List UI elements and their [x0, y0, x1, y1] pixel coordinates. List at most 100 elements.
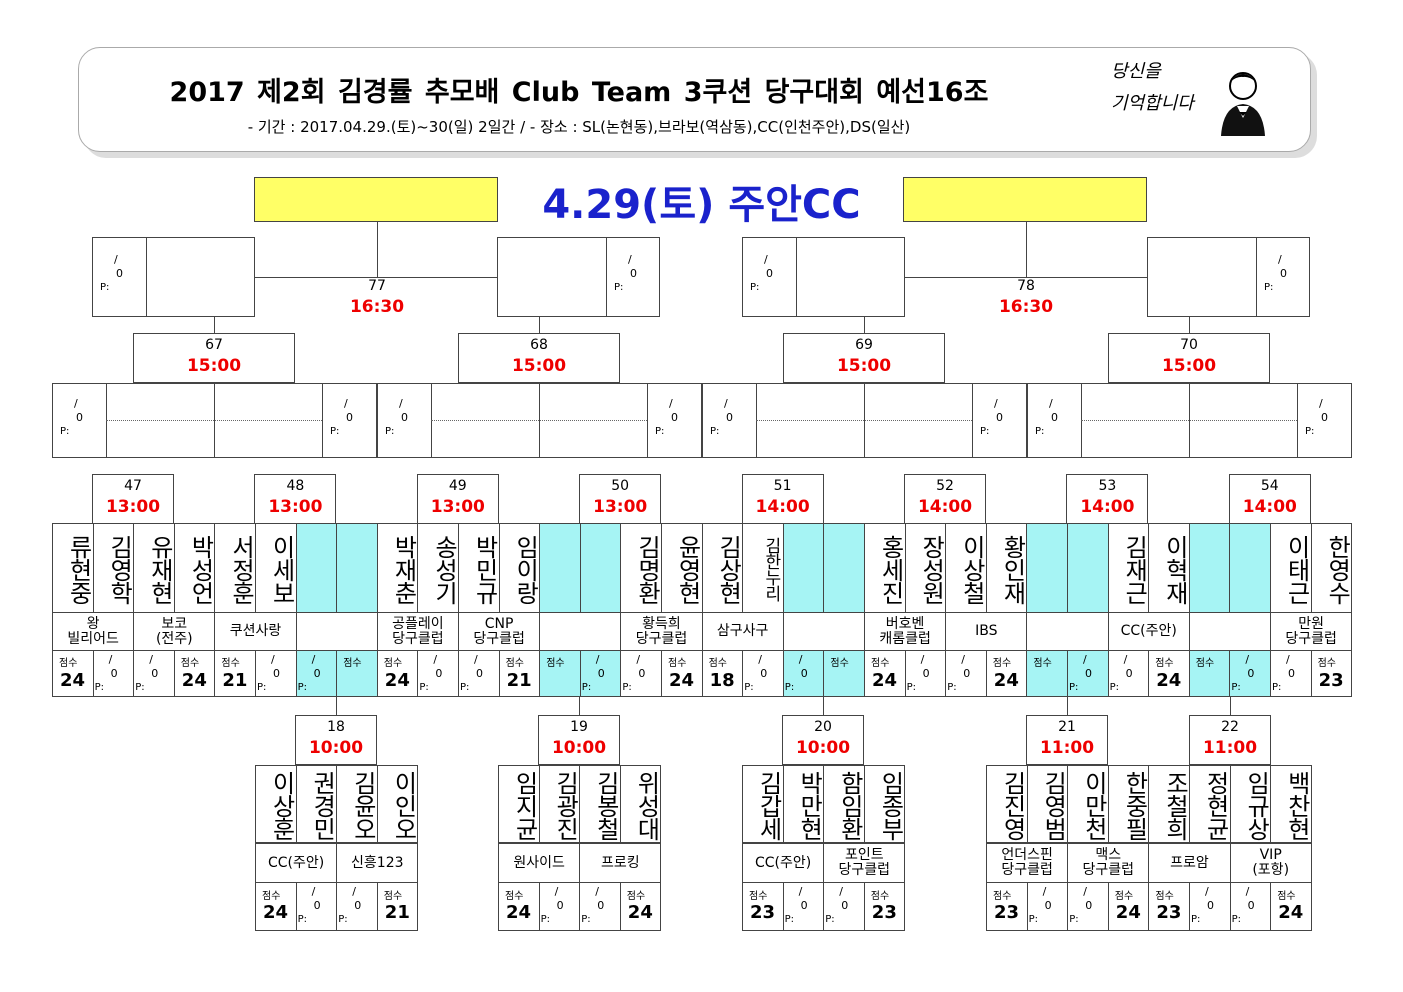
- r1-score-cell-28: [1188, 650, 1231, 697]
- q-score-cell-11: [863, 882, 906, 931]
- player-score: 23: [994, 902, 1020, 923]
- r1-slash-6-zero: 0: [313, 667, 321, 680]
- player-name: 이세보: [267, 534, 296, 604]
- q-slash-18-zero: 0: [1247, 899, 1255, 912]
- player-name: 이상훈: [267, 770, 296, 840]
- club-name: CC(주안): [267, 854, 325, 871]
- player-score: 24: [60, 670, 86, 691]
- mid-match-0-number: 67: [205, 337, 223, 353]
- mid-left-1-p: P:: [385, 426, 395, 437]
- q-slash-9-slash: /: [798, 885, 803, 898]
- player-score: 23: [871, 902, 897, 923]
- score-label: 점수: [668, 658, 687, 669]
- q-match-3-time: 11:00: [1039, 738, 1095, 758]
- top-right-1-p: P:: [1264, 282, 1274, 293]
- score-label: 점수: [343, 658, 362, 669]
- q-slash-18-p: P:: [1231, 914, 1241, 925]
- score-label: 점수: [1155, 891, 1174, 902]
- player-score: 24: [1156, 670, 1182, 691]
- score-label: 점수: [708, 658, 727, 669]
- player-name: 조철희: [1160, 770, 1189, 840]
- top-box-right-1: [1147, 237, 1310, 317]
- mid-div-c-0: [322, 383, 323, 458]
- r1-slash-18-p: P:: [784, 682, 795, 693]
- r1-slash-18-zero: 0: [800, 667, 808, 680]
- q-connector-0: [336, 697, 337, 715]
- q-match-4-time: 11:00: [1202, 738, 1258, 758]
- player-name: 이인오: [389, 770, 418, 840]
- r1-slash-21-p: P:: [906, 682, 916, 693]
- r1-slash-14-slash: /: [636, 653, 641, 666]
- q-slash-6-p: P:: [581, 914, 591, 925]
- club-name: CNP 당구클럽: [473, 615, 525, 647]
- player-score: 24: [1115, 902, 1141, 923]
- club-name: 프로킹: [600, 854, 640, 871]
- score-label: 점수: [59, 658, 78, 669]
- player-name: 김갑세: [754, 770, 783, 840]
- score-label: 점수: [749, 891, 768, 902]
- mid-right-2-slash: /: [994, 397, 998, 410]
- r1-club-cell-8: 삼구사구: [701, 612, 784, 651]
- score-label: 점수: [1317, 658, 1336, 669]
- top-left-1-slash: /: [764, 253, 768, 266]
- score-label: 점수: [1277, 891, 1296, 902]
- r1-name-cell-13: [579, 523, 622, 613]
- r1-slash-5-zero: 0: [273, 667, 280, 680]
- q-slash-1-zero: 0: [313, 899, 321, 912]
- q-name-cell-8: [742, 765, 784, 843]
- r1-match-6-time: 14:00: [1080, 497, 1135, 517]
- r1-club-cell-14: [1188, 612, 1271, 651]
- q-name-cell-17: [1189, 765, 1231, 843]
- q-connector-3: [1067, 697, 1068, 715]
- top-right-0-p: P:: [614, 282, 624, 293]
- q-name-cell-3: [376, 765, 419, 843]
- player-name: 함임환: [835, 770, 864, 840]
- mid-right-0-p: P:: [330, 426, 340, 437]
- q-slash-6-zero: 0: [597, 899, 605, 912]
- q-slash-18-slash: /: [1245, 885, 1250, 898]
- r1-club-cell-0: 왕 빌리어드: [52, 612, 135, 651]
- mid-label-box-1: [458, 333, 620, 383]
- q-name-cell-10: [823, 765, 865, 843]
- r1-score-cell-12: [539, 650, 581, 697]
- r1-slash-21-slash: /: [920, 653, 925, 666]
- r1-slash-21-zero: 0: [922, 667, 930, 680]
- q-club-cell-2: 원사이드: [498, 843, 581, 883]
- r1-name-cell-29: [1229, 523, 1271, 613]
- r1-name-cell-7: [336, 523, 378, 613]
- mid-match-1-number: 68: [530, 337, 548, 353]
- player-name: 이만천: [1079, 770, 1108, 840]
- top-left-0-p: P:: [100, 282, 110, 293]
- r1-slash-10-zero: 0: [476, 667, 483, 680]
- player-score: 24: [263, 902, 289, 923]
- top-hline-0: [255, 277, 497, 278]
- r1-slash-26-zero: 0: [1125, 667, 1133, 680]
- player-name: 박민규: [470, 534, 499, 604]
- player-name: 임규상: [1242, 770, 1271, 840]
- r1-match-6-number: 53: [1098, 478, 1117, 494]
- r1-slash-14-p: P:: [622, 682, 632, 693]
- club-name: 신흥123: [351, 854, 404, 871]
- q-label-box-3: [1026, 715, 1108, 765]
- r1-label-box-4: [741, 474, 824, 524]
- q-club-cell-8: 프로암: [1148, 843, 1231, 883]
- r1-slash-22-slash: /: [961, 653, 965, 666]
- score-label: 점수: [1033, 658, 1052, 669]
- r1-name-cell-3: [173, 523, 216, 613]
- r1-score-cell-25: [1067, 650, 1109, 697]
- mid-right-0-slash: /: [344, 397, 348, 410]
- player-name: 김윤오: [348, 770, 377, 840]
- r1-slash-17-zero: 0: [760, 667, 768, 680]
- r1-slash-5-p: P:: [257, 682, 267, 693]
- club-name: 공플레이 당구클럽: [392, 615, 444, 647]
- mid-dotted-3: [1081, 420, 1297, 421]
- q-slash-2-zero: 0: [354, 899, 362, 912]
- q-match-3-number: 21: [1058, 719, 1076, 735]
- club-name: 원사이드: [513, 854, 565, 871]
- score-label: 점수: [1155, 658, 1174, 669]
- mid-match-2-time: 15:00: [836, 356, 892, 376]
- mid-match-3-number: 70: [1180, 337, 1198, 353]
- top-left-1-p: P:: [750, 282, 760, 293]
- r1-club-cell-12: [1026, 612, 1109, 651]
- r1-slash-30-slash: /: [1286, 653, 1290, 666]
